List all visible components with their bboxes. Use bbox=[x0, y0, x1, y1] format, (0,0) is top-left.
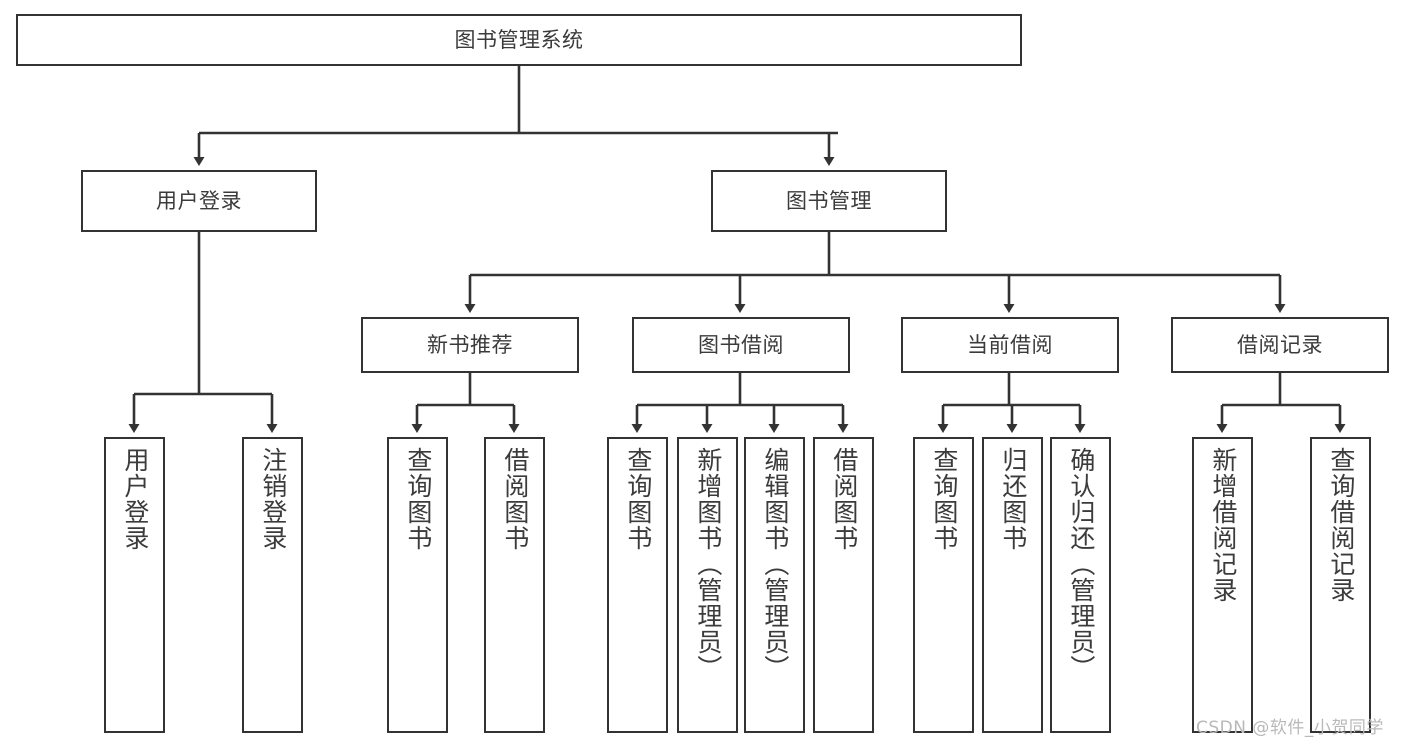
node-borrow-record[interactable]: 借阅记录 bbox=[1171, 317, 1389, 373]
node-leaf-borrow-book-2[interactable]: 借阅图书 bbox=[813, 437, 874, 733]
node-label: 用户登录 bbox=[120, 447, 150, 551]
node-new-book-recommend[interactable]: 新书推荐 bbox=[361, 317, 579, 373]
node-leaf-confirm-return-admin[interactable]: 确认归还（管理员） bbox=[1050, 437, 1111, 733]
node-leaf-logout-login[interactable]: 注销登录 bbox=[242, 437, 303, 733]
node-book-manage[interactable]: 图书管理 bbox=[711, 170, 947, 232]
node-label: 借阅记录 bbox=[1237, 332, 1323, 357]
node-user-login[interactable]: 用户登录 bbox=[81, 170, 317, 232]
node-label: 图书借阅 bbox=[698, 332, 784, 357]
csdn-watermark: CSDN @软件_小贺同学 bbox=[1196, 718, 1384, 738]
node-leaf-query-book-1[interactable]: 查询图书 bbox=[387, 437, 448, 733]
node-label: 新增图书（管理员） bbox=[693, 447, 723, 681]
node-label: 图书管理系统 bbox=[454, 27, 584, 52]
node-book-borrow[interactable]: 图书借阅 bbox=[632, 317, 850, 373]
node-leaf-borrow-book-1[interactable]: 借阅图书 bbox=[484, 437, 545, 733]
node-label: 借阅图书 bbox=[829, 447, 859, 551]
node-leaf-add-book-admin[interactable]: 新增图书（管理员） bbox=[677, 437, 738, 733]
node-leaf-add-borrow-record[interactable]: 新增借阅记录 bbox=[1192, 437, 1253, 733]
node-label: 查询借阅记录 bbox=[1326, 447, 1356, 603]
node-label: 注销登录 bbox=[258, 447, 288, 551]
node-leaf-query-borrow-record[interactable]: 查询借阅记录 bbox=[1310, 437, 1371, 733]
node-label: 当前借阅 bbox=[967, 332, 1053, 357]
node-label: 确认归还（管理员） bbox=[1066, 447, 1096, 681]
node-label: 编辑图书（管理员） bbox=[760, 447, 790, 681]
node-leaf-query-book-3[interactable]: 查询图书 bbox=[913, 437, 974, 733]
node-label: 新增借阅记录 bbox=[1208, 447, 1238, 603]
node-label: 查询图书 bbox=[929, 447, 959, 551]
node-leaf-query-book-2[interactable]: 查询图书 bbox=[607, 437, 668, 733]
node-label: 用户登录 bbox=[156, 188, 242, 213]
node-label: 新书推荐 bbox=[427, 332, 513, 357]
node-leaf-edit-book-admin[interactable]: 编辑图书（管理员） bbox=[744, 437, 805, 733]
node-label: 查询图书 bbox=[403, 447, 433, 551]
node-label: 图书管理 bbox=[786, 188, 872, 213]
node-label: 借阅图书 bbox=[500, 447, 530, 551]
node-label: 归还图书 bbox=[998, 447, 1028, 551]
node-leaf-user-login[interactable]: 用户登录 bbox=[104, 437, 165, 733]
node-label: 查询图书 bbox=[623, 447, 653, 551]
node-current-borrow[interactable]: 当前借阅 bbox=[901, 317, 1119, 373]
node-leaf-return-book[interactable]: 归还图书 bbox=[982, 437, 1043, 733]
node-root-system[interactable]: 图书管理系统 bbox=[16, 14, 1022, 66]
